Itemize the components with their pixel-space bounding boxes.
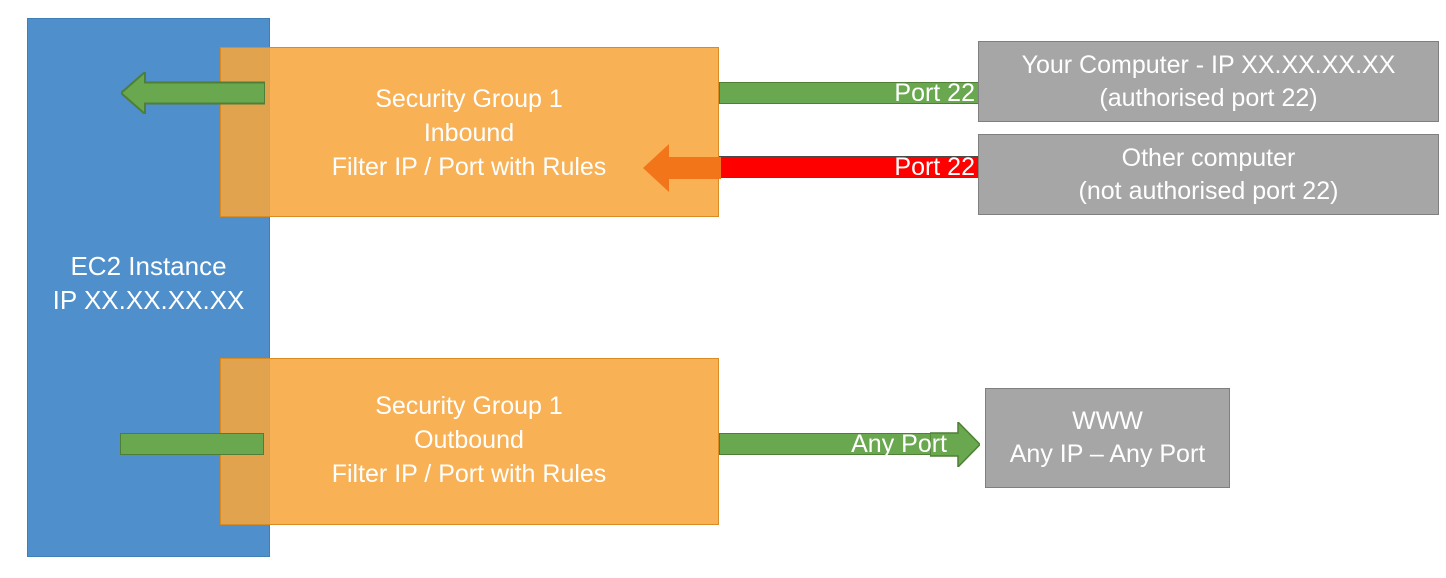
your-computer-line2: (authorised port 22) <box>1099 83 1318 112</box>
other-computer-line1: Other computer <box>1121 143 1296 172</box>
blocked-inbound-traffic-bar <box>719 156 979 178</box>
security-group-inbound-box <box>220 47 719 217</box>
allowed-inbound-traffic-bar <box>719 82 979 104</box>
www-line1: WWW <box>1072 407 1143 435</box>
other-computer-line2: (not authorised port 22) <box>1078 176 1339 205</box>
endpoint-your-computer: Your Computer - IP XX.XX.XX.XX (authoris… <box>978 41 1439 122</box>
endpoint-other-computer: Other computer (not authorised port 22) <box>978 134 1439 215</box>
www-line2: Any IP – Any Port <box>1009 440 1206 468</box>
outbound-traffic-origin-bar <box>120 433 264 455</box>
allowed-outbound-traffic-bar <box>719 433 949 455</box>
endpoint-www: WWW Any IP – Any Port <box>985 388 1230 488</box>
your-computer-line1: Your Computer - IP XX.XX.XX.XX <box>1021 50 1396 79</box>
allowed-outbound-arrow <box>930 422 980 467</box>
security-group-outbound-box <box>220 358 719 525</box>
blocked-inbound-arrow <box>643 144 721 192</box>
